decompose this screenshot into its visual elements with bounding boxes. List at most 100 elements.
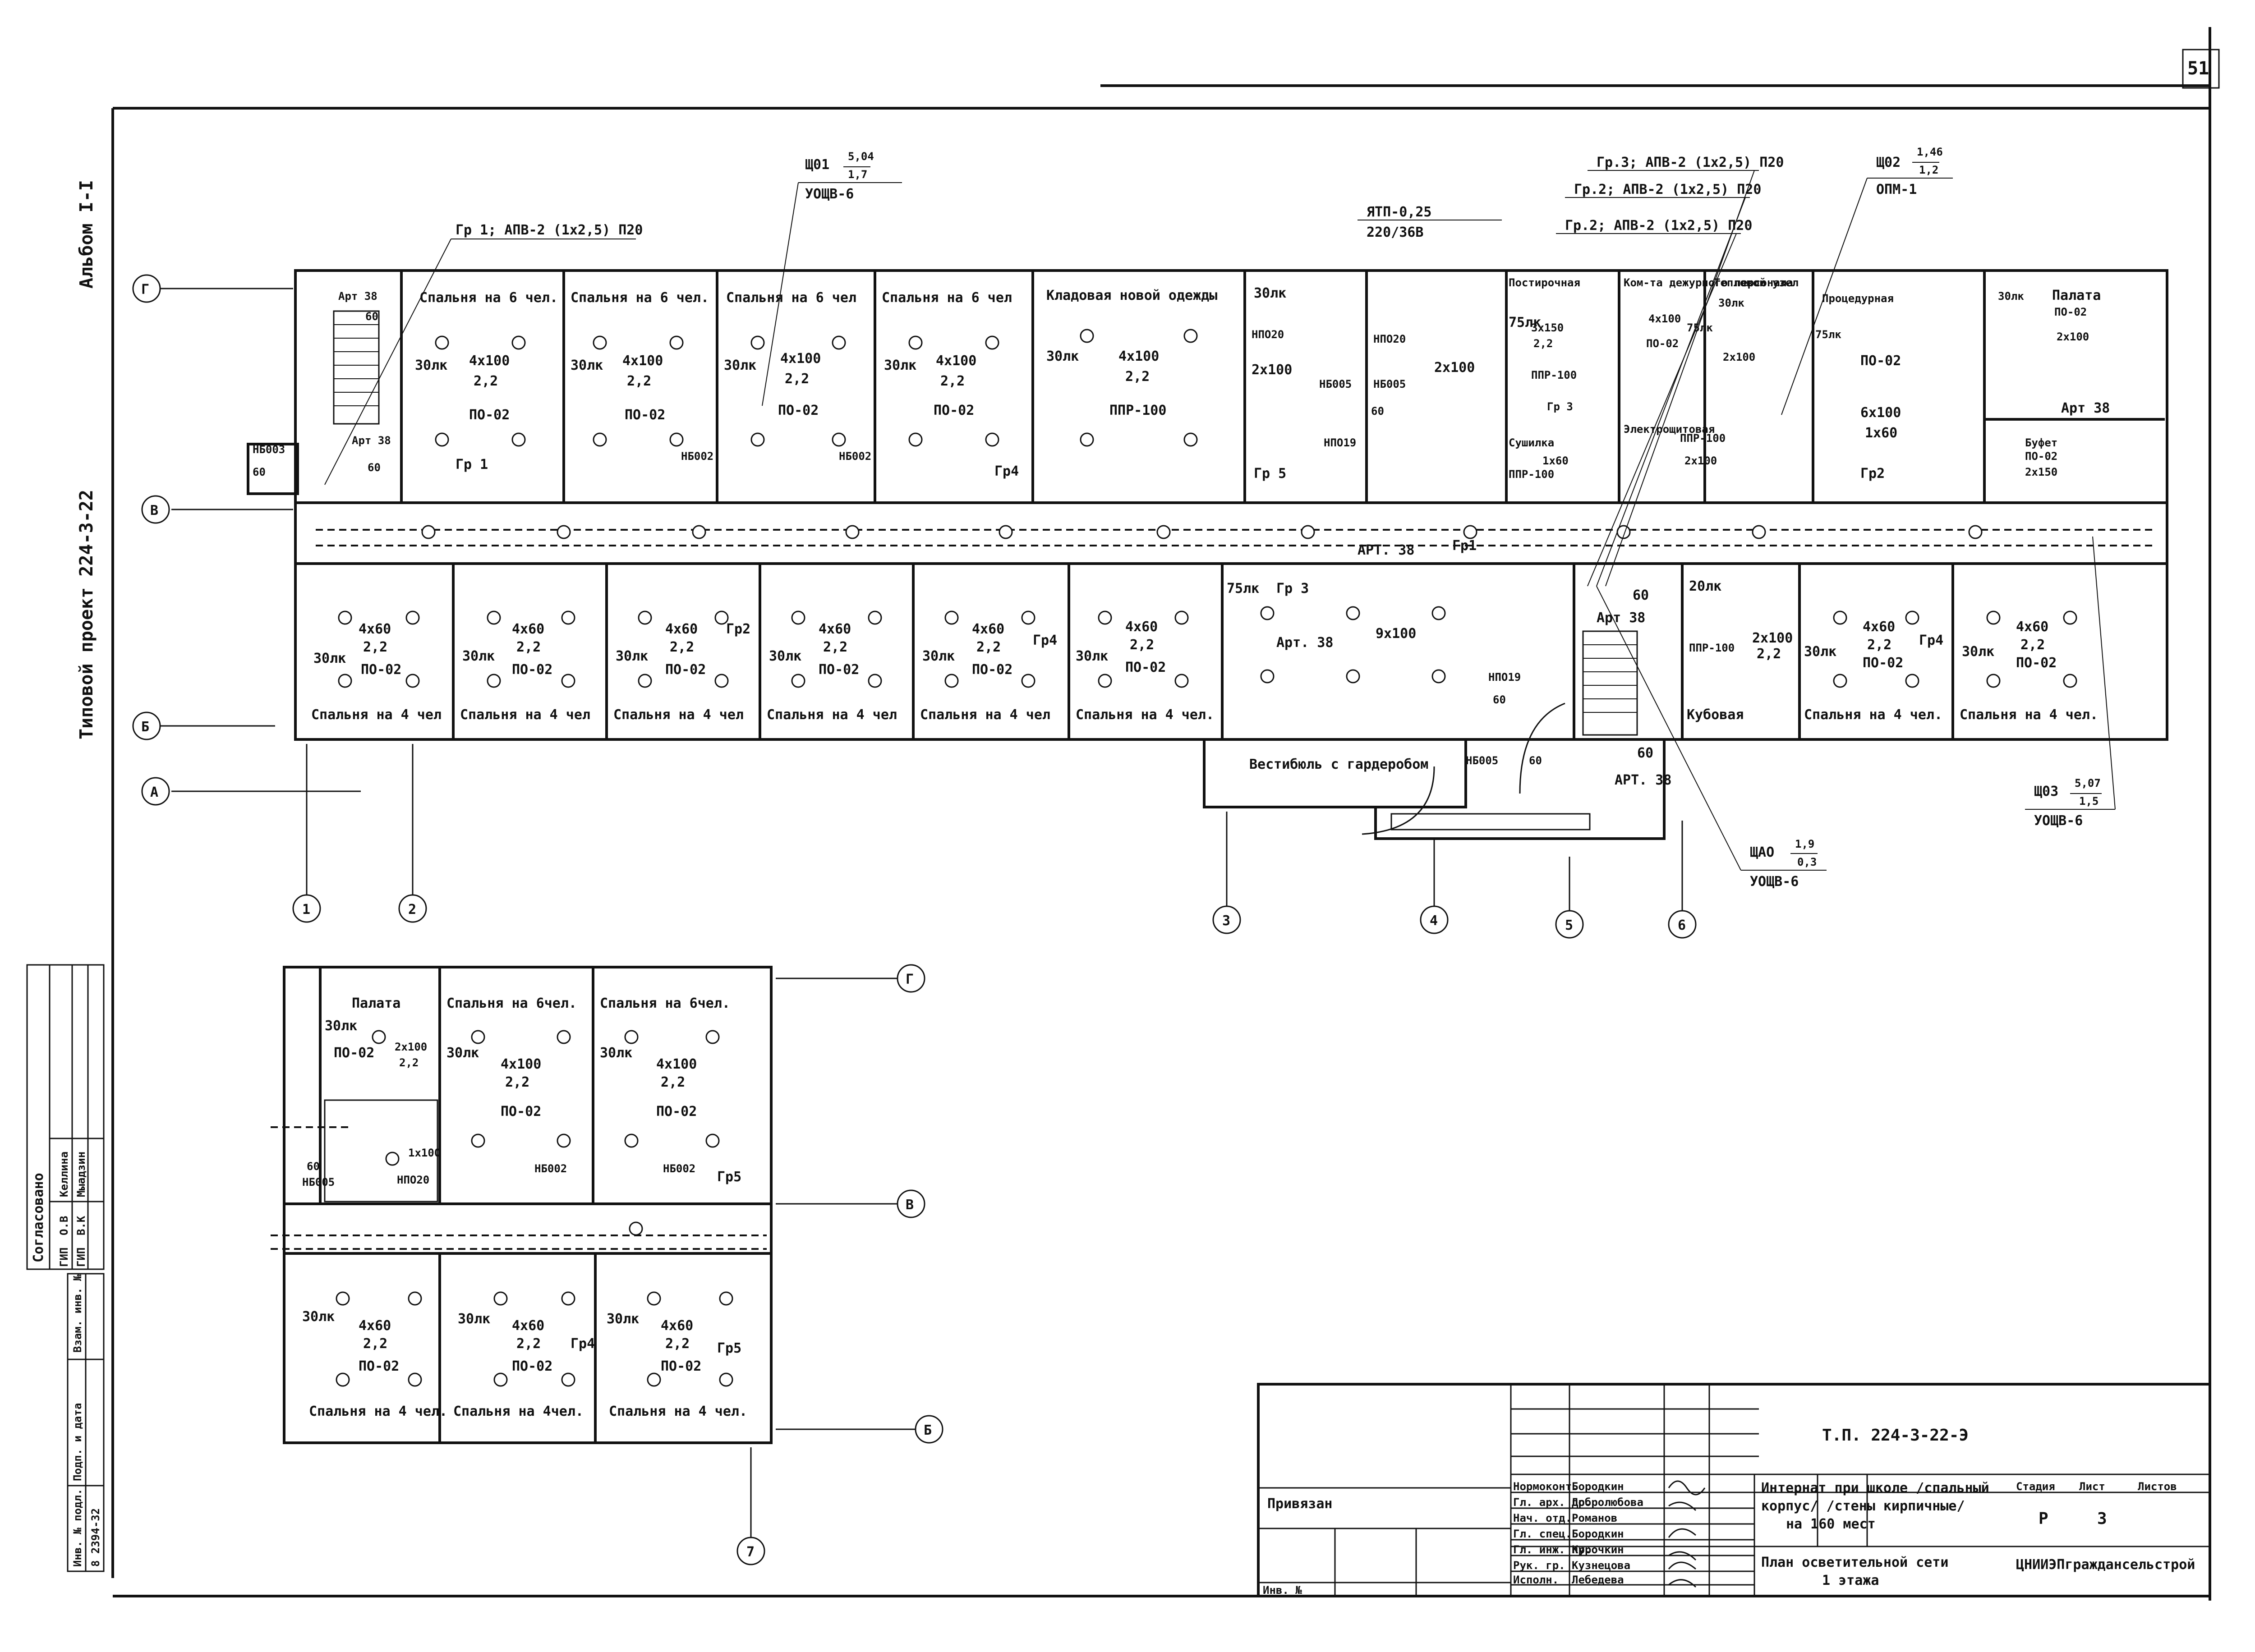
floor-plan-1: АРТ. 38 Гр1 Спальня на 6 чел. 30лк 4х100…	[247, 269, 2168, 840]
svg-text:Палата: Палата	[352, 996, 400, 1011]
svg-text:4: 4	[1430, 913, 1438, 929]
axis-bubble-2	[398, 894, 427, 923]
svg-text:ПО-02: ПО-02	[625, 407, 665, 423]
axis-bubble-4	[1420, 905, 1449, 934]
svg-text:Рук. гр.: Рук. гр.	[1513, 1559, 1565, 1572]
svg-text:30лк: 30лк	[458, 1311, 490, 1327]
svg-text:Процедурная: Процедурная	[1822, 292, 1894, 305]
svg-text:Лист: Лист	[2079, 1480, 2105, 1493]
svg-text:75лк: 75лк	[1509, 315, 1541, 330]
svg-text:4х100: 4х100	[936, 353, 976, 369]
axis-bubble-3	[1212, 905, 1241, 934]
plan1-dryer: Сушилка 1х60 ППР-100	[1509, 436, 1569, 481]
svg-text:ПО-02: ПО-02	[361, 662, 401, 678]
svg-text:Б: Б	[924, 1423, 932, 1438]
svg-text:НПО20: НПО20	[397, 1174, 429, 1186]
svg-text:60: 60	[368, 461, 381, 474]
svg-text:ПО-02: ПО-02	[512, 1358, 552, 1374]
svg-text:2,2: 2,2	[665, 1336, 690, 1352]
svg-text:30лк: 30лк	[446, 1045, 479, 1061]
svg-text:ПО-02: ПО-02	[469, 407, 510, 423]
svg-text:Гл. инж. пр.: Гл. инж. пр.	[1513, 1543, 1591, 1556]
svg-text:Г: Г	[906, 972, 914, 987]
svg-text:ПО-02: ПО-02	[1646, 337, 1679, 350]
svg-text:4х100: 4х100	[656, 1056, 697, 1072]
svg-text:НБ005: НБ005	[1466, 754, 1498, 767]
title-grid	[1511, 1384, 1759, 1596]
svg-text:4х60: 4х60	[665, 621, 698, 637]
svg-text:4х60: 4х60	[1125, 619, 1158, 635]
svg-text:ППР-100: ППР-100	[1531, 369, 1577, 381]
svg-text:2,2: 2,2	[516, 639, 541, 655]
plan1-switchroom: Электрощитовая 2х100 ППР-100	[1624, 423, 1726, 467]
svg-text:2,2: 2,2	[474, 373, 498, 389]
svg-text:Гр5: Гр5	[717, 1169, 741, 1185]
plan2-top-rooms: Палата 30лк ПО-02 2х100 2,2 Спальня на 6…	[325, 996, 730, 1120]
svg-text:2,2: 2,2	[1130, 637, 1154, 653]
svg-text:30лк: 30лк	[462, 648, 495, 664]
svg-text:2х100: 2х100	[1752, 630, 1793, 646]
svg-text:Келлина: Келлина	[58, 1152, 70, 1197]
svg-text:Стадия: Стадия	[2016, 1480, 2055, 1493]
svg-text:Гр 3: Гр 3	[1276, 581, 1309, 597]
svg-text:2,2: 2,2	[2020, 637, 2045, 653]
svg-text:1,5: 1,5	[2079, 795, 2099, 808]
axis-bubble-5	[1555, 910, 1584, 939]
svg-text:Постирочная: Постирочная	[1509, 276, 1580, 289]
svg-text:ПО-02: ПО-02	[1863, 655, 1903, 671]
svg-text:4х60: 4х60	[359, 621, 391, 637]
svg-text:2,2: 2,2	[661, 1074, 685, 1090]
svg-text:2х100: 2х100	[2057, 330, 2089, 343]
svg-text:30лк: 30лк	[415, 358, 447, 373]
svg-text:30лк: 30лк	[302, 1309, 335, 1325]
svg-text:2,2: 2,2	[823, 639, 847, 655]
svg-text:9х100: 9х100	[1376, 626, 1416, 642]
svg-text:Спальня на 6чел.: Спальня на 6чел.	[446, 996, 577, 1011]
svg-text:2,2: 2,2	[363, 1336, 387, 1352]
svg-text:на 160 мест: на 160 мест	[1786, 1516, 1876, 1532]
svg-text:2,2: 2,2	[505, 1074, 529, 1090]
svg-text:Гр4: Гр4	[1033, 633, 1057, 648]
svg-text:60: 60	[253, 466, 266, 478]
svg-text:Спальня на 4 чел: Спальня на 4 чел	[460, 707, 590, 723]
svg-text:Нач. отд.: Нач. отд.	[1513, 1512, 1572, 1524]
svg-text:УОЩВ-6: УОЩВ-6	[2034, 813, 2083, 829]
svg-text:2,2: 2,2	[399, 1056, 419, 1069]
svg-text:ГИП: ГИП	[75, 1248, 87, 1267]
svg-text:4х100: 4х100	[1648, 312, 1681, 325]
svg-text:НПО19: НПО19	[1324, 436, 1356, 449]
svg-text:Инв. № подл.: Инв. № подл.	[71, 1489, 84, 1567]
svg-text:Листов: Листов	[2138, 1480, 2177, 1493]
album-label: Альбом I-I	[76, 180, 97, 289]
svg-text:2,2: 2,2	[1757, 646, 1781, 662]
svg-text:План осветительной сети: План осветительной сети	[1761, 1555, 1948, 1570]
svg-text:60: 60	[1371, 405, 1384, 418]
plan2-bottom-rooms: Спальня на 4 чел. 30лк 4х60 2,2 ПО-02 Сп…	[302, 1309, 747, 1419]
svg-text:Спальня на 4 чел: Спальня на 4 чел	[311, 707, 442, 723]
svg-text:ППР-100: ППР-100	[1509, 468, 1554, 481]
svg-text:4х100: 4х100	[469, 353, 510, 369]
svg-text:НПО20: НПО20	[1252, 328, 1284, 341]
svg-text:НБ002: НБ002	[534, 1162, 567, 1175]
stair-art: Арт 38	[338, 290, 377, 303]
svg-text:Спальня на 6 чел.: Спальня на 6 чел.	[419, 290, 558, 306]
svg-text:1,2: 1,2	[1919, 164, 1938, 176]
plan1-stairs-right	[1582, 630, 1638, 736]
svg-text:ПО-02: ПО-02	[665, 662, 706, 678]
svg-text:2х100: 2х100	[1723, 351, 1755, 363]
svg-text:ПО-02: ПО-02	[656, 1104, 697, 1120]
svg-text:ПО-02: ПО-02	[2054, 306, 2087, 318]
plan1-lobby: 75лк Гр 3 Арт. 38 9х100 Вестибюль с гард…	[1227, 581, 1542, 772]
svg-text:Исполн.: Исполн.	[1513, 1574, 1559, 1586]
svg-text:30лк: 30лк	[600, 1045, 632, 1061]
svg-text:В.К: В.К	[75, 1216, 87, 1235]
svg-text:4х60: 4х60	[1863, 619, 1895, 635]
svg-text:Гр2: Гр2	[1860, 466, 1885, 482]
svg-text:Спальня на 4 чел.: Спальня на 4 чел.	[309, 1404, 447, 1419]
svg-text:ЯТП-0,25: ЯТП-0,25	[1367, 204, 1432, 220]
plan1-laundry: Постирочная 75лк 3х150 2,2 ППР-100 Гр 3	[1509, 276, 1580, 413]
svg-text:ГИП: ГИП	[58, 1248, 70, 1267]
svg-text:2,2: 2,2	[940, 373, 965, 389]
plan1-bottom-room-5: Спальня на 4 чел 30лк 4х60 2,2 ПО-02 Гр4	[920, 621, 1057, 723]
svg-text:Добролюбова: Добролюбова	[1572, 1496, 1643, 1509]
